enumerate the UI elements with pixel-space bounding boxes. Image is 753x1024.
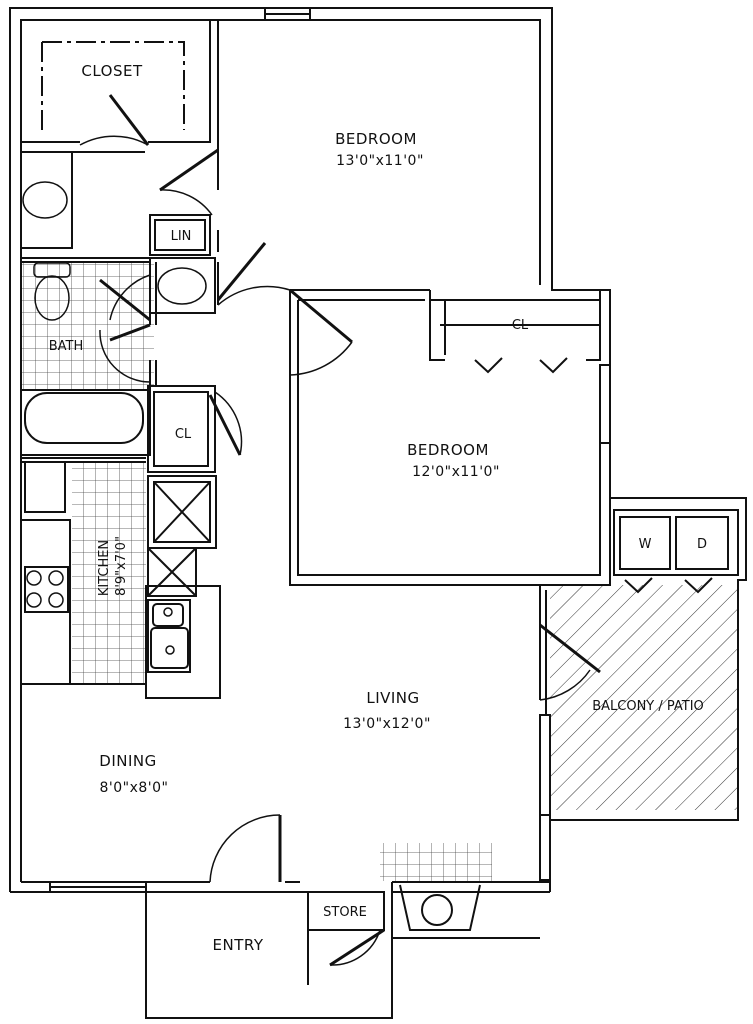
dining-size: 8'0"x8'0" (100, 780, 169, 796)
walls (9, 7, 747, 1019)
balcony-floor (550, 585, 738, 810)
bedroom1-label: BEDROOM (335, 130, 417, 148)
bath-floor (22, 262, 154, 390)
balcony-label: BALCONY / PATIO (592, 699, 704, 714)
bedroom2-size: 12'0"x11'0" (412, 464, 500, 480)
bath-label: BATH (49, 339, 84, 354)
dryer-label: D (697, 537, 707, 552)
store-label: STORE (323, 905, 367, 920)
kitchen-label: KITCHEN (97, 540, 112, 596)
bedroom2-label: BEDROOM (407, 441, 489, 459)
hearth-tile (380, 843, 492, 881)
dining-label: DINING (99, 752, 156, 770)
living-size: 13'0"x12'0" (343, 716, 431, 732)
kitchen-size: 8'9"x7'0" (114, 536, 129, 596)
bedroom1-size: 13'0"x11'0" (336, 153, 424, 169)
doors (79, 94, 713, 967)
fixtures (22, 181, 207, 655)
bed2-closet-label: CL (512, 318, 529, 333)
entry-label: ENTRY (213, 936, 264, 954)
living-label: LIVING (366, 689, 419, 707)
kitchen-floor (72, 462, 146, 684)
closet-label: CLOSET (81, 62, 143, 80)
washer-label: W (639, 537, 652, 552)
lin-label: LIN (171, 229, 192, 244)
hall-closet-label: CL (175, 427, 192, 442)
